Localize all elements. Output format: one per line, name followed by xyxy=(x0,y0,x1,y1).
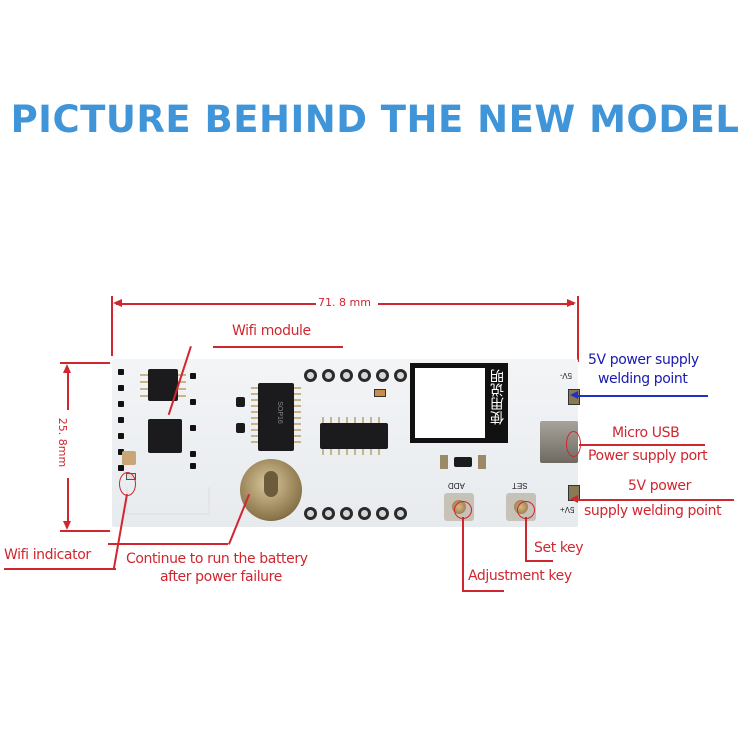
usb-label-line2: Power supply port xyxy=(588,448,708,464)
driver-chip xyxy=(320,423,388,449)
pos-pad-label: 5V+ xyxy=(560,505,575,514)
capacitor xyxy=(122,451,136,465)
wifi-module-label: Wifi module xyxy=(232,323,311,339)
wifi-module-chip xyxy=(148,419,182,453)
display-text: 使用说明 xyxy=(489,369,505,425)
sop16-chip: SOP16 xyxy=(258,383,294,451)
battery-label-line1: Continue to run the battery xyxy=(126,551,308,567)
power-minus-label-line1: 5V power supply xyxy=(588,352,699,368)
resistor xyxy=(374,389,386,397)
pcb-board: SOP16 使用说明 5V- 5V+ ADD xyxy=(112,359,580,527)
set-button-label: SET xyxy=(512,481,528,490)
battery-clip xyxy=(264,471,278,497)
wifi-indicator-label: Wifi indicator xyxy=(4,547,91,563)
neg-pad-label: 5V- xyxy=(560,371,573,380)
adjustment-key-label: Adjustment key xyxy=(468,568,572,584)
power-plus-label-line1: 5V power xyxy=(628,478,692,494)
power-plus-label-line2: supply welding point xyxy=(584,503,722,519)
wifi-indicator-highlight xyxy=(119,472,136,496)
wifi-module-leader xyxy=(213,346,343,348)
usb-label-line1: Micro USB xyxy=(612,425,680,441)
height-label: 25. 8mm xyxy=(56,417,70,468)
page-title: PICTURE BEHIND THE NEW MODEL xyxy=(10,98,740,141)
battery-label-line2: after power failure xyxy=(160,569,282,585)
pcb-antenna xyxy=(126,487,210,515)
display-window xyxy=(415,368,485,438)
set-key-label: Set key xyxy=(534,540,584,556)
add-button-label: ADD xyxy=(448,481,465,490)
power-minus-label-line2: welding point xyxy=(598,371,688,387)
width-label: 71. 8 mm xyxy=(318,296,371,309)
